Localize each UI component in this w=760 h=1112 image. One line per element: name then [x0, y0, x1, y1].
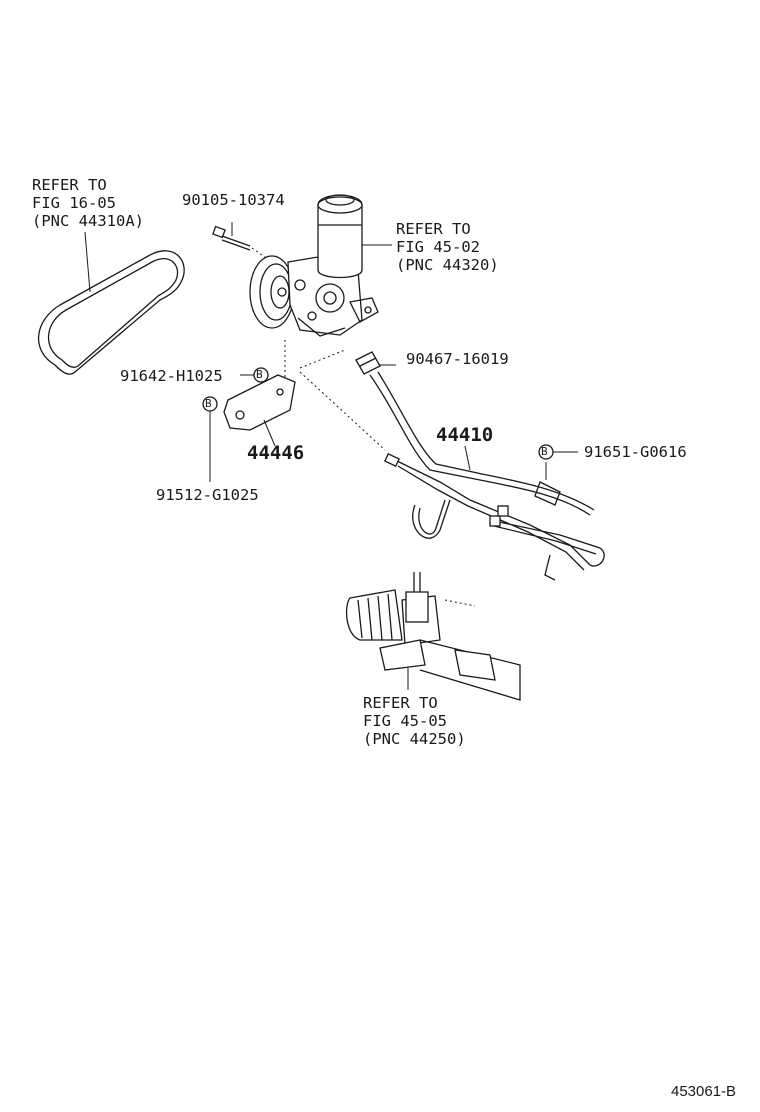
pnc-hose[interactable]: 44410 [436, 424, 494, 446]
badge-91642 [253, 367, 269, 383]
ref-gear-line2: FIG 45-05 [363, 712, 447, 730]
part-number-oring[interactable]: 90467-16019 [406, 350, 509, 368]
steering-gear[interactable] [345, 572, 521, 701]
o-ring[interactable] [355, 351, 381, 375]
drawing-id: 453061-B [671, 1083, 737, 1100]
ref-reservoir-line3: (PNC 44320) [396, 256, 499, 274]
ref-gear[interactable]: REFER TO FIG 45-05 (PNC 44250) [363, 694, 466, 748]
ref-belt-line3: (PNC 44310A) [32, 212, 144, 230]
ref-reservoir-line1: REFER TO [396, 220, 471, 238]
ref-gear-line1: REFER TO [363, 694, 438, 712]
part-number-bolt-bracket-lower[interactable]: 91512-G1025 [156, 486, 259, 504]
v-belt[interactable] [38, 250, 185, 375]
belt-leader-line [84, 231, 91, 293]
pump-bolt[interactable] [212, 225, 251, 251]
badge-91651 [538, 444, 554, 460]
reservoir-tank[interactable] [317, 194, 363, 279]
part-number-bolt-bracket[interactable]: 91642-H1025 [120, 367, 223, 385]
part-number-bolt[interactable]: 90105-10374 [182, 191, 285, 209]
pump-bracket[interactable] [223, 374, 296, 431]
ref-belt-line2: FIG 16-05 [32, 194, 116, 212]
ref-belt[interactable]: REFER TO FIG 16-05 (PNC 44310A) [32, 176, 144, 230]
part-number-bolt-hose[interactable]: 91651-G0616 [584, 443, 687, 461]
ref-belt-line1: REFER TO [32, 176, 107, 194]
ref-reservoir[interactable]: REFER TO FIG 45-02 (PNC 44320) [396, 220, 499, 274]
pump-pulley[interactable] [249, 255, 295, 329]
pressure-hose-assembly[interactable] [369, 371, 605, 581]
pnc-bracket[interactable]: 44446 [247, 442, 305, 464]
ref-reservoir-line2: FIG 45-02 [396, 238, 480, 256]
badge-letter-91651: B [541, 445, 548, 458]
ref-gear-line3: (PNC 44250) [363, 730, 466, 748]
badge-letter-91512: B [205, 397, 212, 410]
badge-91512 [202, 396, 218, 412]
badge-letter-91642: B [256, 368, 263, 381]
